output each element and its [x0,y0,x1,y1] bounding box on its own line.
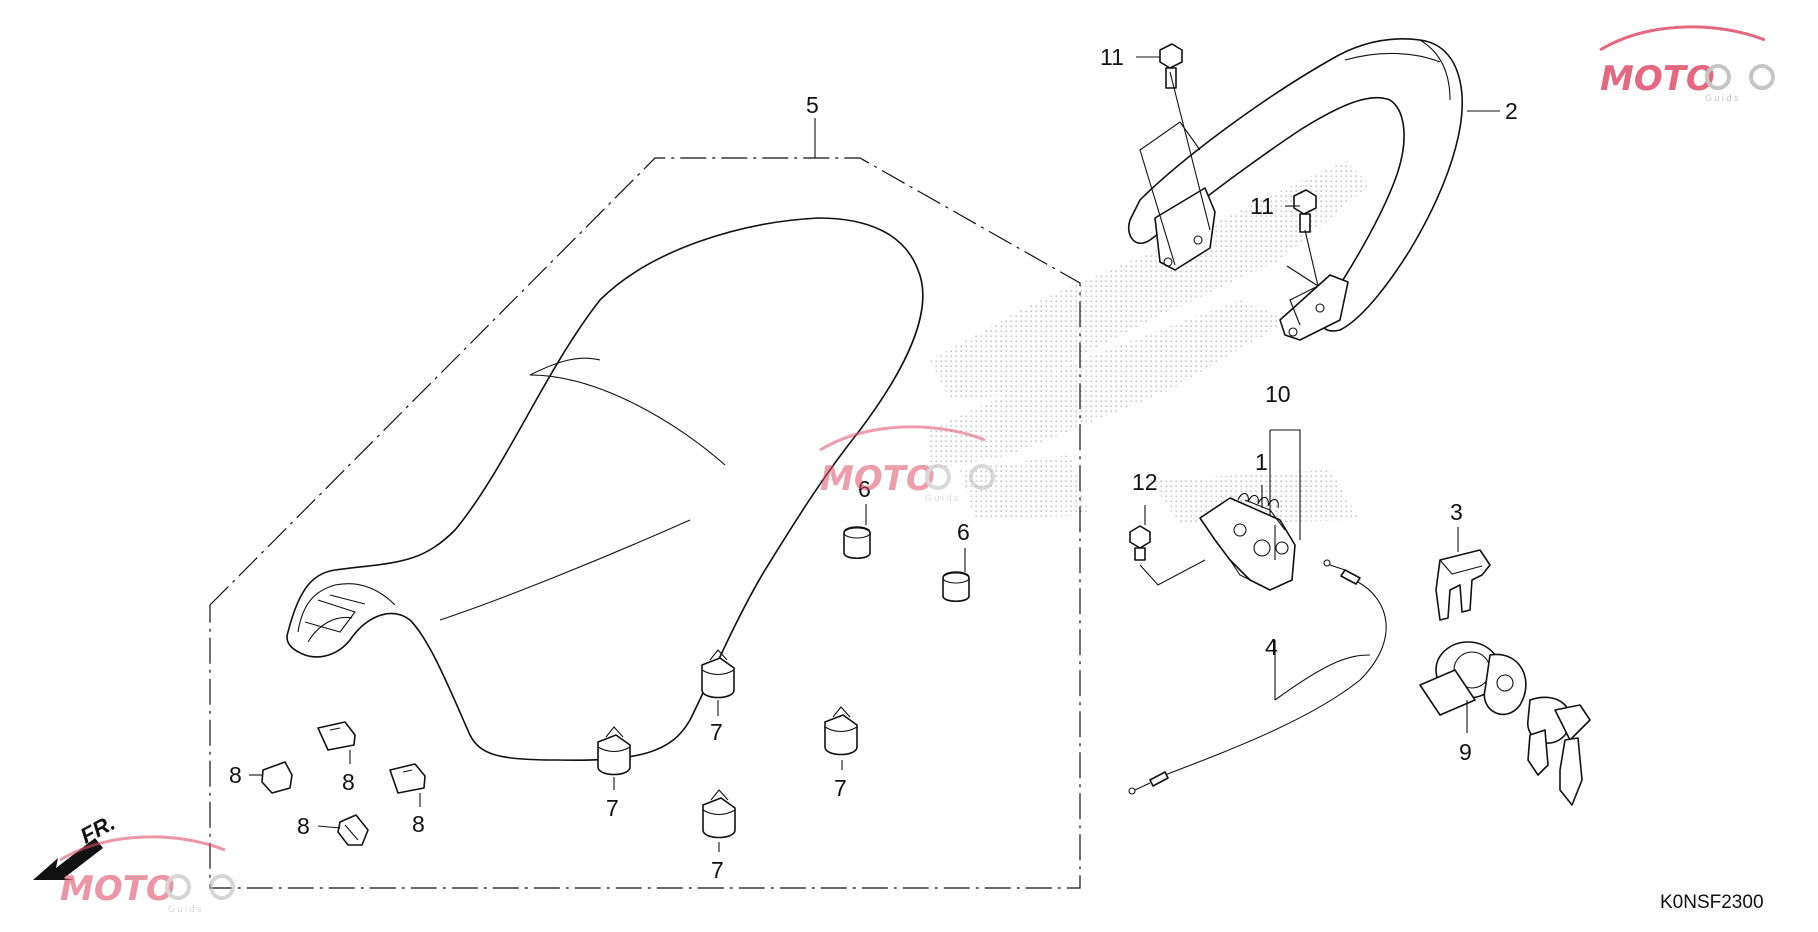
seat [286,217,924,762]
svg-text:Guids: Guids [1705,94,1741,104]
callout-hinge-assy: 10 [1265,381,1291,407]
watermark-top-right: MOTO Guids [1599,25,1775,104]
key-lock-set [1419,641,1591,806]
callout-cushion-a: 6 [858,476,871,502]
callout-stopper-c: 7 [606,795,619,821]
bolt-top [1159,43,1183,89]
callout-bolt-hinge: 12 [1132,469,1158,495]
callout-bolt-mid: 11 [1250,193,1274,219]
cushion-b [942,571,970,603]
cushion-a [843,526,871,560]
callout-seat: 5 [806,92,819,118]
clip-b [261,761,293,794]
callout-clip-b: 8 [342,769,355,795]
callout-grab-rail: 2 [1505,98,1518,124]
bolt-hinge [1129,525,1151,561]
callout-cable: 4 [1265,634,1278,660]
svg-text:MOTO: MOTO [1600,59,1715,99]
callout-cushion-b: 6 [957,519,970,545]
stopper-c [597,726,631,776]
callout-stopper-a: 7 [710,719,723,745]
bolt-mid [1293,189,1317,233]
svg-text:Guids: Guids [925,494,961,504]
stopper-a [701,649,735,699]
spring [1237,492,1279,509]
background-logo-stipple [930,160,1370,525]
callout-lock-set: 9 [1459,739,1472,765]
callout-labels: 5 2 11 11 10 1 12 6 6 7 7 7 7 8 8 8 8 4 … [229,44,1518,883]
svg-text:MOTO: MOTO [60,869,175,909]
stopper-b [824,706,858,756]
callout-holder: 3 [1450,499,1463,525]
callout-stopper-b: 7 [834,775,847,801]
callout-bolt-top: 11 [1100,44,1124,70]
svg-text:Guids: Guids [168,905,204,915]
stopper-d [702,789,736,839]
watermark-center: MOTO Guids [819,425,995,504]
callout-clip-a: 8 [229,762,242,788]
callout-spring: 1 [1255,449,1268,475]
callout-clip-d: 8 [297,813,310,839]
drawing-code: K0NSF2300 [1660,892,1764,913]
clip-a [317,721,356,751]
clip-c [389,763,426,794]
svg-text:MOTO: MOTO [820,459,935,499]
callout-clip-c: 8 [412,811,425,837]
release-cable [1128,559,1387,795]
watermark-bottom-left: MOTO Guids [59,835,235,915]
callout-stopper-d: 7 [711,857,724,883]
hinge-assembly [1199,497,1296,591]
latch-holder [1435,549,1491,621]
leader-lines [249,56,1500,852]
clip-d [337,814,369,846]
